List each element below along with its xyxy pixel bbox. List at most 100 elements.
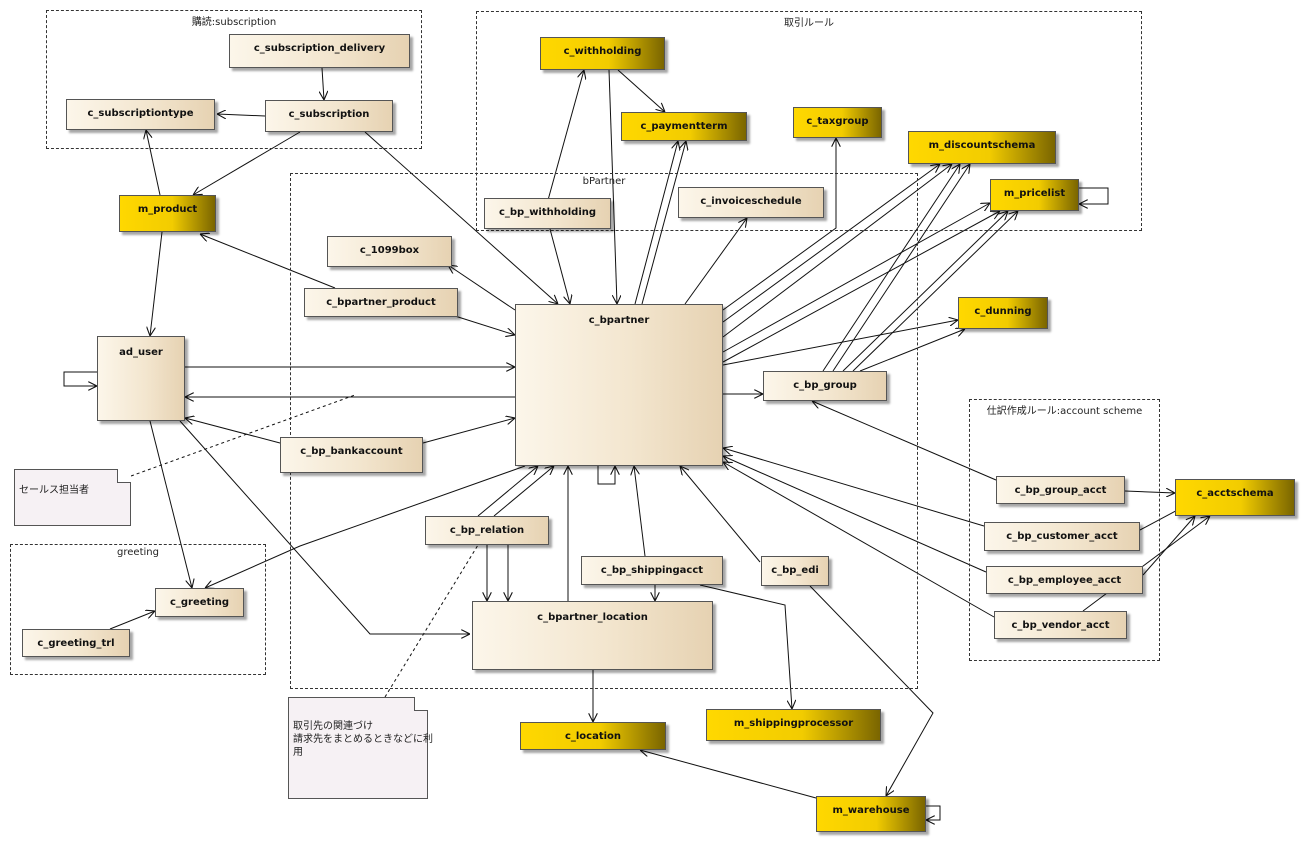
relation-line-bp-group-to-discountschema-b <box>832 164 970 372</box>
relation-line-warehouse-to-c-location <box>640 750 817 799</box>
note-sales-rep: セールス担当者 <box>14 469 131 526</box>
entity-c-bpartner[interactable]: c_bpartner <box>515 304 723 466</box>
relation-line-shippingacct-to-shippingprocessor <box>699 584 792 709</box>
entity-c-paymentterm[interactable]: c_paymentterm <box>621 112 747 141</box>
entity-c-subscriptiontype[interactable]: c_subscriptiontype <box>66 99 215 130</box>
entity-c-bp-vendor-acct[interactable]: c_bp_vendor_acct <box>994 611 1127 639</box>
package-torihiki-rule-label: 取引ルール <box>784 18 834 29</box>
entity-c-withholding[interactable]: c_withholding <box>540 37 665 70</box>
entity-m-product[interactable]: m_product <box>119 195 216 232</box>
note-relation-line-2: 請求先をまとめるときなどに利 <box>293 734 433 745</box>
relation-line-ad-user-to-location <box>179 420 470 634</box>
relation-line-subscription-to-subscriptiontype <box>217 114 266 116</box>
relation-line-shippingacct-to-bpartner <box>634 466 646 557</box>
note-sales-rep-text: セールス担当者 <box>19 485 89 496</box>
entity-c-bpartner-location[interactable]: c_bpartner_location <box>472 601 713 670</box>
relation-line-bpartner-product-to-bpartner <box>454 315 515 335</box>
relation-line-customer-acct-to-bpartner <box>723 448 985 527</box>
entity-c-dunning[interactable]: c_dunning <box>958 297 1048 329</box>
entity-m-discountschema[interactable]: m_discountschema <box>908 131 1056 164</box>
relation-line-m-product-to-subscriptiontype <box>146 130 161 196</box>
entity-c-bp-withholding[interactable]: c_bp_withholding <box>484 198 611 229</box>
entity-c-location[interactable]: c_location <box>520 722 666 750</box>
entity-c-taxgroup[interactable]: c_taxgroup <box>793 107 882 138</box>
relation-line-bankaccount-to-bpartner <box>422 418 515 444</box>
entity-c-greeting[interactable]: c_greeting <box>155 588 244 617</box>
relation-line-bpartner-to-discountschema-b <box>722 164 952 338</box>
relation-line-bpartner-self <box>597 466 615 485</box>
relation-line-bp-withholding-to-bpartner <box>549 228 570 304</box>
relation-line-bp-edi-to-warehouse <box>809 585 934 796</box>
entity-c-bp-shippingacct[interactable]: c_bp_shippingacct <box>581 556 723 585</box>
relation-line-greeting-trl-to-greeting <box>109 611 155 630</box>
package-subscription-label: 購読:subscription <box>191 17 277 28</box>
entity-c-1099box[interactable]: c_1099box <box>327 236 452 267</box>
entity-c-subscription-delivery[interactable]: c_subscription_delivery <box>229 34 410 68</box>
relation-line-sub-delivery-to-subscription <box>322 67 324 100</box>
relation-line-bpartner-to-discountschema-a <box>722 164 940 323</box>
entity-c-acctschema[interactable]: c_acctschema <box>1175 479 1295 516</box>
relation-line-bpartner-to-1099box <box>448 265 516 311</box>
package-subscription: 購読:subscription <box>46 10 422 149</box>
relation-line-bp-group-to-pricelist-a <box>842 211 1008 372</box>
entity-c-bp-edi[interactable]: c_bp_edi <box>761 556 829 586</box>
entity-c-bp-bankaccount[interactable]: c_bp_bankaccount <box>280 437 423 473</box>
entity-c-subscription[interactable]: c_subscription <box>265 100 393 132</box>
relation-line-pricelist-self <box>1079 187 1109 204</box>
relation-line-bp-relation-to-bpartner-a <box>477 466 538 517</box>
relation-line-subscription-to-m-product <box>193 131 301 195</box>
relation-line-warehouse-self <box>926 805 941 820</box>
relation-line-bpartner-to-dunning <box>722 320 958 366</box>
entity-c-greeting-trl[interactable]: c_greeting_trl <box>22 629 130 657</box>
entity-c-bp-customer-acct[interactable]: c_bp_customer_acct <box>984 522 1140 551</box>
relation-line-employee-acct-to-bpartner <box>723 456 987 573</box>
relation-line-bp-group-to-dunning <box>859 329 965 372</box>
package-bpartner: bPartner <box>290 173 918 689</box>
entity-m-pricelist[interactable]: m_pricelist <box>990 179 1079 211</box>
note-relation-line-3: 用 <box>293 747 303 758</box>
entity-c-invoiceschedule[interactable]: c_invoiceschedule <box>678 187 824 218</box>
relation-line-vendor-acct-to-bpartner <box>723 462 995 618</box>
relation-line-bankaccount-to-ad-user <box>185 418 281 444</box>
entity-ad-user[interactable]: ad_user <box>97 336 185 421</box>
note-fold-corner <box>414 697 428 711</box>
package-account-scheme-label: 仕訳作成ルール:account scheme <box>986 406 1143 417</box>
relation-line-bp-group-to-pricelist-b <box>852 211 1018 372</box>
relation-line-note-sales-rep-anchor <box>130 394 356 477</box>
relation-line-ad-user-to-greeting <box>149 420 192 588</box>
relation-line-m-product-to-ad-user <box>150 231 163 336</box>
entity-m-shippingprocessor[interactable]: m_shippingprocessor <box>706 709 881 741</box>
relation-line-bpartner-to-pricelist-b <box>722 211 1000 363</box>
entity-c-bp-group-acct[interactable]: c_bp_group_acct <box>996 476 1125 504</box>
relation-line-bp-group-acct-to-bp-group <box>812 401 997 481</box>
entity-c-bp-group[interactable]: c_bp_group <box>763 371 887 401</box>
relation-line-bpartner-product-to-m-product <box>200 234 336 289</box>
entity-c-bp-employee-acct[interactable]: c_bp_employee_acct <box>986 566 1143 594</box>
package-account-scheme: 仕訳作成ルール:account scheme <box>969 399 1160 661</box>
relation-line-subscription-to-bpartner <box>364 131 558 304</box>
package-greeting-label: greeting <box>117 547 159 558</box>
relation-line-employee-acct-to-acctschema <box>1142 516 1195 576</box>
relation-line-bpartner-to-invoiceschedule <box>684 218 747 305</box>
relation-line-group-acct-to-acctschema <box>1124 491 1175 493</box>
entity-m-warehouse[interactable]: m_warehouse <box>816 796 926 832</box>
relation-line-bp-group-to-discountschema-a <box>822 164 960 372</box>
relation-line-bpartner-to-greeting <box>205 465 526 588</box>
relation-line-vendor-acct-to-acctschema <box>1082 516 1210 612</box>
note-relation: 取引先の関連づけ 請求先をまとめるときなどに利 用 <box>288 697 433 799</box>
relation-line-bpartner-to-paymentterm-b <box>641 141 686 305</box>
note-fold-corner <box>117 469 131 483</box>
note-relation-line-1: 取引先の関連づけ <box>293 721 373 732</box>
package-torihiki-rule: 取引ルール <box>476 11 1142 231</box>
relation-line-withholding-to-bpartner <box>608 69 617 304</box>
relation-line-ad-user-self <box>63 371 97 386</box>
relation-line-bp-relation-to-bpartner-b <box>493 466 554 517</box>
relation-line-bpartner-to-taxgroup <box>722 138 836 311</box>
relation-line-bp-edi-to-bpartner <box>680 466 761 563</box>
relation-line-withholding-to-paymentterm <box>617 69 665 112</box>
relation-line-bpartner-to-pricelist-a <box>722 203 990 353</box>
package-greeting: greeting <box>10 544 266 675</box>
entity-c-bp-relation[interactable]: c_bp_relation <box>425 516 549 545</box>
entity-c-bpartner-product[interactable]: c_bpartner_product <box>304 288 458 317</box>
